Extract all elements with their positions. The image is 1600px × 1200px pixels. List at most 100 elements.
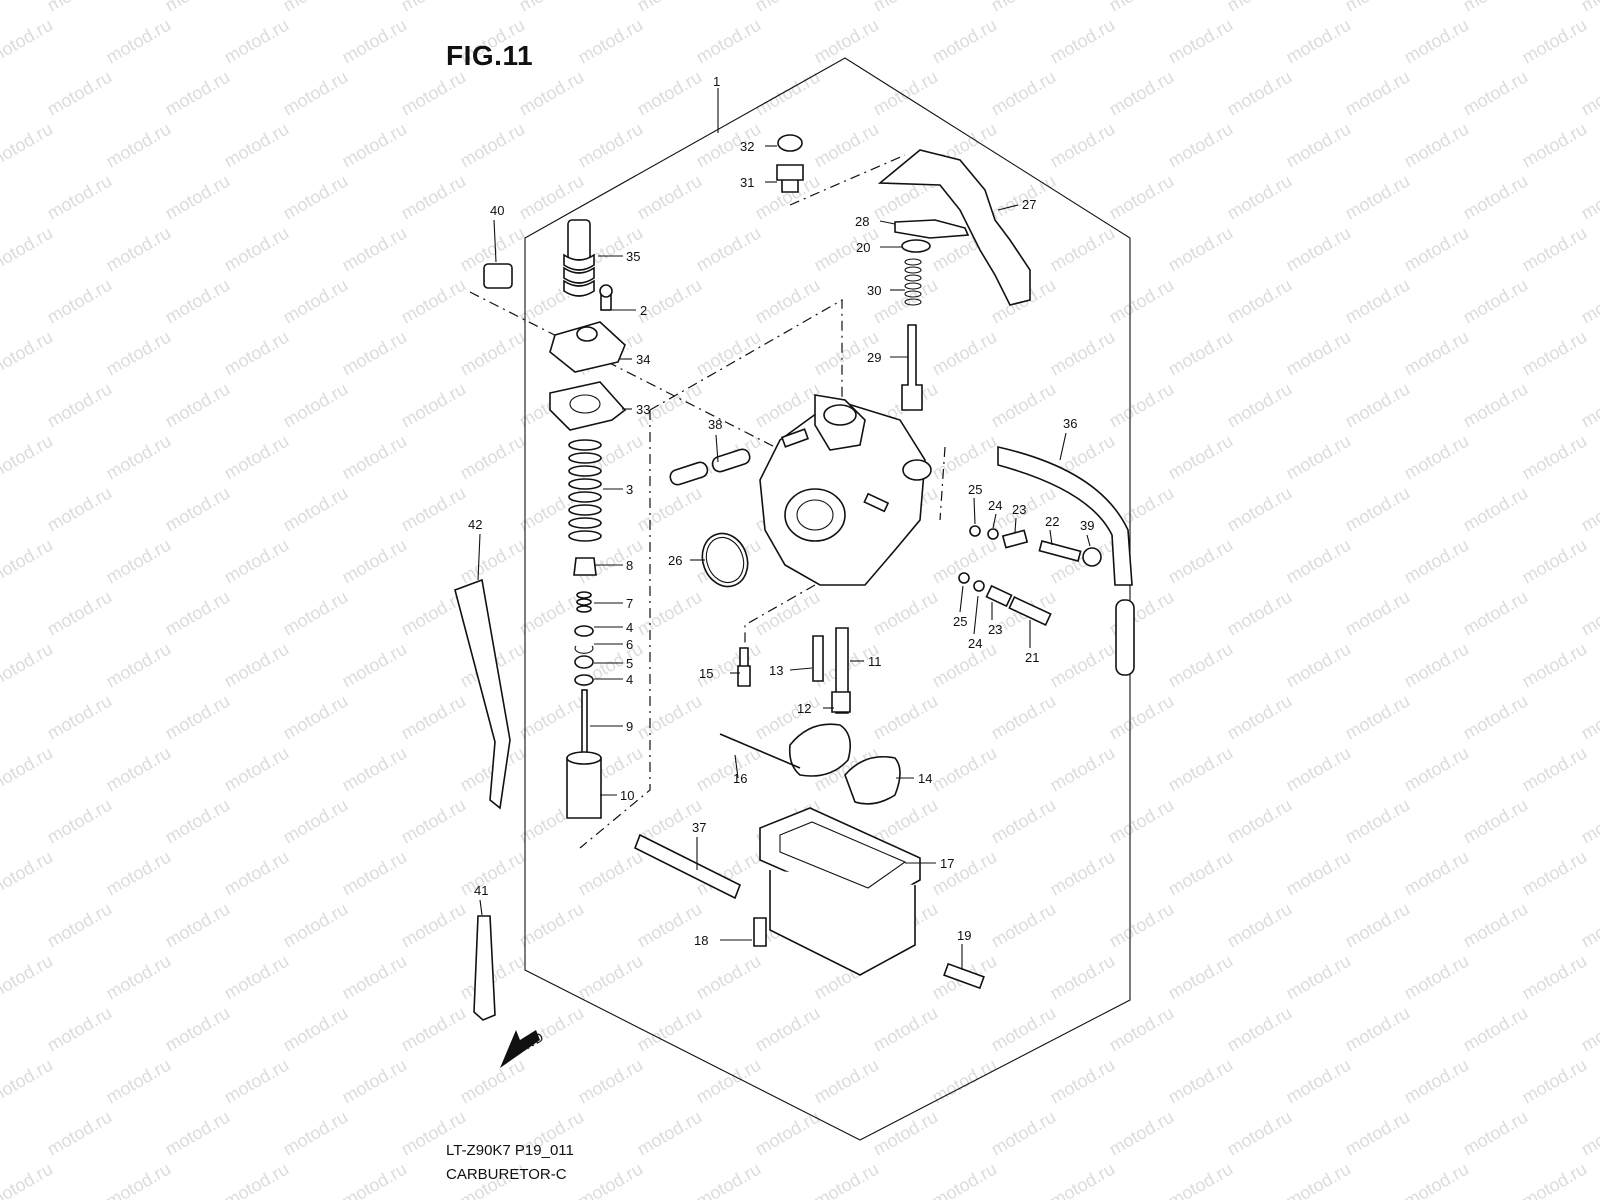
- callout-label: 8: [626, 558, 633, 573]
- watermark-text: motod.ru: [103, 15, 175, 68]
- watermark-text: motod.ru: [280, 275, 352, 328]
- watermark-text: motod.ru: [693, 327, 765, 380]
- throttle-stack: [549, 219, 627, 819]
- watermark-text: motod.ru: [1578, 691, 1600, 744]
- watermark-text: motod.ru: [1224, 795, 1296, 848]
- watermark-text: motod.ru: [1224, 1107, 1296, 1160]
- watermark-text: motod.ru: [103, 119, 175, 172]
- watermark-text: motod.ru: [339, 535, 411, 588]
- watermark-text: motod.ru: [339, 743, 411, 796]
- watermark-text: motod.ru: [339, 951, 411, 1004]
- watermark-text: motod.ru: [634, 483, 706, 536]
- callout-label: 31: [740, 175, 754, 190]
- watermark-text: motod.ru: [634, 587, 706, 640]
- washer: [987, 528, 999, 540]
- callout-label: 38: [708, 417, 722, 432]
- watermark-text: motod.ru: [1342, 1107, 1414, 1160]
- watermark-text: motod.ru: [575, 119, 647, 172]
- watermark-text: motod.ru: [752, 275, 824, 328]
- watermark-text: motod.ru: [1578, 1107, 1600, 1160]
- drain-tube: [633, 833, 742, 900]
- callout-label: 4: [626, 620, 633, 635]
- callout-label: 3: [626, 482, 633, 497]
- axis-line: [939, 446, 946, 521]
- watermark-text: motod.ru: [103, 535, 175, 588]
- watermark-text: motod.ru: [1401, 223, 1473, 276]
- watermark-text: motod.ru: [516, 171, 588, 224]
- callout-label: 13: [769, 663, 783, 678]
- callout-label: 41: [474, 883, 488, 898]
- watermark-text: motod.ru: [0, 15, 56, 68]
- watermark-text: motod.ru: [1342, 379, 1414, 432]
- watermark-text: motod.ru: [1224, 275, 1296, 328]
- watermark-text: motod.ru: [1106, 275, 1178, 328]
- watermark-text: motod.ru: [1342, 587, 1414, 640]
- watermark-text: motod.ru: [1460, 67, 1532, 120]
- watermark-text: motod.ru: [103, 1055, 175, 1108]
- watermark-text: motod.ru: [575, 951, 647, 1004]
- watermark-text: motod.ru: [929, 1159, 1001, 1200]
- watermark-text: motod.ru: [162, 67, 234, 120]
- callout-label: 5: [626, 656, 633, 671]
- watermark-text: motod.ru: [1283, 1055, 1355, 1108]
- watermark-text: motod.ru: [162, 1107, 234, 1160]
- watermark-text: motod.ru: [103, 327, 175, 380]
- callout-label: 14: [918, 771, 932, 786]
- o-ring: [705, 536, 745, 584]
- watermark-text: motod.ru: [44, 379, 116, 432]
- watermark-text: motod.ru: [1224, 483, 1296, 536]
- cable-tie: [454, 578, 511, 810]
- watermark-text: motod.ru: [44, 795, 116, 848]
- callout-label: 27: [1022, 197, 1036, 212]
- watermark-text: motod.ru: [339, 223, 411, 276]
- watermark-text: motod.ru: [988, 691, 1060, 744]
- watermark-text: motod.ru: [1519, 847, 1591, 900]
- watermark-text: motod.ru: [280, 795, 352, 848]
- callout-label: 28: [855, 214, 869, 229]
- watermark-text: motod.ru: [1283, 743, 1355, 796]
- watermark-text: motod.ru: [1165, 223, 1237, 276]
- watermark-text: motod.ru: [44, 587, 116, 640]
- tube: [669, 461, 709, 486]
- watermark-text: motod.ru: [1165, 847, 1237, 900]
- watermark-text: motod.ru: [516, 691, 588, 744]
- watermark-text: motod.ru: [929, 639, 1001, 692]
- watermark-text: motod.ru: [1342, 171, 1414, 224]
- watermark-text: motod.ru: [1519, 15, 1591, 68]
- watermark-text: motod.ru: [103, 951, 175, 1004]
- watermark-text: motod.ru: [1165, 327, 1237, 380]
- watermark-text: motod.ru: [1460, 899, 1532, 952]
- watermark-text: motod.ru: [162, 587, 234, 640]
- watermark-text: motod.ru: [988, 379, 1060, 432]
- axis-line: [579, 410, 651, 849]
- watermark-text: motod.ru: [339, 847, 411, 900]
- screw: [943, 962, 985, 990]
- axis-line: [789, 154, 906, 206]
- watermark-text: motod.ru: [339, 431, 411, 484]
- watermark-text: motod.ru: [870, 691, 942, 744]
- watermark-text: motod.ru: [1047, 1159, 1119, 1200]
- callout-label: 22: [1045, 514, 1059, 529]
- watermark-text: motod.ru: [221, 15, 293, 68]
- watermark-text: motod.ru: [280, 899, 352, 952]
- watermark-text: motod.ru: [1578, 0, 1600, 15]
- watermark-text: motod.ru: [1578, 587, 1600, 640]
- callout-label: 11: [868, 654, 882, 669]
- watermark-text: motod.ru: [1106, 795, 1178, 848]
- watermark-text: motod.ru: [634, 691, 706, 744]
- callout-label: 18: [694, 933, 708, 948]
- watermark-text: motod.ru: [752, 67, 824, 120]
- watermark-text: motod.ru: [221, 327, 293, 380]
- callout-label: 10: [620, 788, 634, 803]
- watermark-text: motod.ru: [1578, 899, 1600, 952]
- watermark-text: motod.ru: [221, 535, 293, 588]
- watermark-text: motod.ru: [634, 275, 706, 328]
- watermark-text: motod.ru: [457, 119, 529, 172]
- watermark-text: motod.ru: [1165, 639, 1237, 692]
- watermark-text: motod.ru: [457, 327, 529, 380]
- watermark-text: motod.ru: [929, 847, 1001, 900]
- float-pin: [719, 733, 801, 769]
- watermark-text: motod.ru: [988, 795, 1060, 848]
- watermark-text: motod.ru: [280, 1003, 352, 1056]
